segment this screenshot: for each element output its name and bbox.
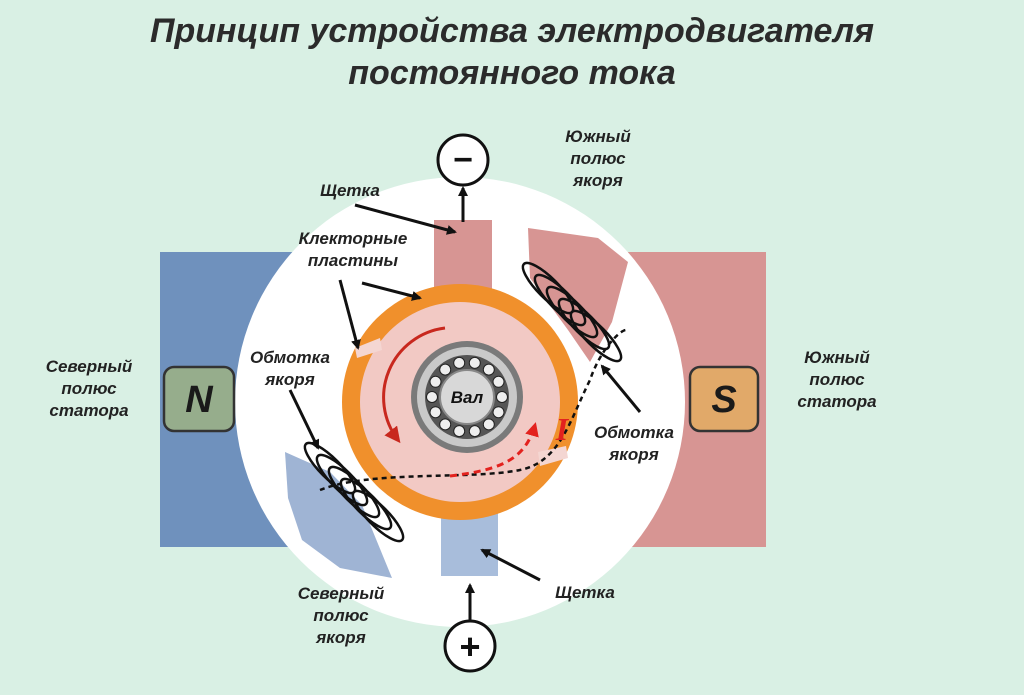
current-label: I — [555, 411, 570, 447]
north-armature-text-3: якоря — [316, 628, 366, 647]
bearing-ball — [492, 406, 505, 419]
plus-sign: + — [459, 626, 480, 667]
south-armature-text-3: якоря — [573, 171, 623, 190]
bearing-ball — [492, 375, 505, 388]
label-north-armature: Северный полюс якоря — [282, 583, 400, 649]
south-stator-text-2: полюс — [809, 370, 865, 389]
pointer-brush-top — [354, 203, 457, 235]
bearing-ball — [453, 425, 466, 438]
north-armature-text-1: Северный — [297, 584, 385, 603]
north-armature-pole — [285, 452, 392, 578]
minus-sign: − — [453, 141, 473, 179]
south-pole-letter: S — [711, 379, 736, 421]
bearing-ball — [439, 418, 452, 431]
bearing-ball — [453, 356, 466, 369]
bearing-ball — [426, 391, 438, 403]
south-armature-text-1: Южный — [565, 127, 631, 146]
pointer-winding-left — [288, 389, 320, 450]
bearing-ball — [482, 418, 495, 431]
terminal-plus: + — [443, 619, 497, 673]
winding-left-text-1: Обмотка — [250, 348, 330, 367]
label-winding-left: Обмотка якоря — [240, 347, 340, 391]
title-line-2: постоянного тока — [348, 54, 676, 92]
bearing-ball — [468, 425, 481, 438]
label-north-stator: Северный полюс статора — [30, 356, 148, 422]
bearing-ball — [496, 391, 508, 403]
winding-right-text-1: Обмотка — [594, 423, 674, 442]
wire-path — [319, 328, 627, 492]
shaft-bearing — [411, 341, 523, 453]
pointer-commutator-2 — [338, 279, 361, 350]
label-south-armature: Южный полюс якоря — [543, 126, 653, 192]
diagram-title: Принцип устройства электродвигателя пост… — [0, 10, 1024, 94]
label-south-stator: Южный полюс статора — [778, 347, 896, 413]
current-arrow — [449, 422, 539, 478]
winding-left-text-2: якоря — [265, 370, 315, 389]
south-pole-badge: S — [688, 365, 760, 433]
south-stator-text-3: статора — [797, 392, 877, 411]
brush-bottom-text: Щетка — [555, 583, 615, 602]
label-winding-right: Обмотка якоря — [584, 422, 684, 466]
bearing-ball — [439, 363, 452, 376]
bearing-ball — [482, 363, 495, 376]
bearing-ball — [429, 375, 442, 388]
pointer-commutator — [361, 281, 422, 301]
terminal-minus: − — [436, 133, 490, 187]
north-armature-text-2: полюс — [313, 606, 369, 625]
north-pole-letter: N — [185, 379, 214, 421]
shaft-label: Вал — [451, 388, 484, 407]
north-pole-badge: N — [162, 365, 236, 433]
bearing-ball — [429, 406, 442, 419]
label-brush-bottom: Щетка — [535, 582, 635, 604]
commutator-gap-top — [355, 338, 382, 358]
label-commutator: Клекторные пластины — [268, 228, 438, 272]
north-stator-text-1: Северный — [45, 357, 133, 376]
bearing-ball — [468, 356, 481, 369]
label-brush-top: Щетка — [300, 180, 400, 202]
pointer-brush-bottom — [480, 548, 541, 582]
armature-winding-left — [303, 441, 405, 543]
commutator-gap-bottom — [538, 446, 568, 466]
title-line-1: Принцип устройства электродвигателя — [150, 12, 874, 50]
armature-winding-right — [521, 261, 623, 363]
brush-top-text: Щетка — [320, 181, 380, 200]
north-stator-text-2: полюс — [61, 379, 117, 398]
south-stator-text-1: Южный — [804, 348, 870, 367]
winding-right-text-2: якоря — [609, 445, 659, 464]
north-stator-text-3: статора — [49, 401, 129, 420]
pointer-winding-right — [600, 364, 642, 413]
commutator-text-1: Клекторные — [298, 229, 408, 248]
south-armature-text-2: полюс — [570, 149, 626, 168]
commutator-text-2: пластины — [307, 251, 399, 270]
rotation-arrow — [382, 326, 446, 444]
